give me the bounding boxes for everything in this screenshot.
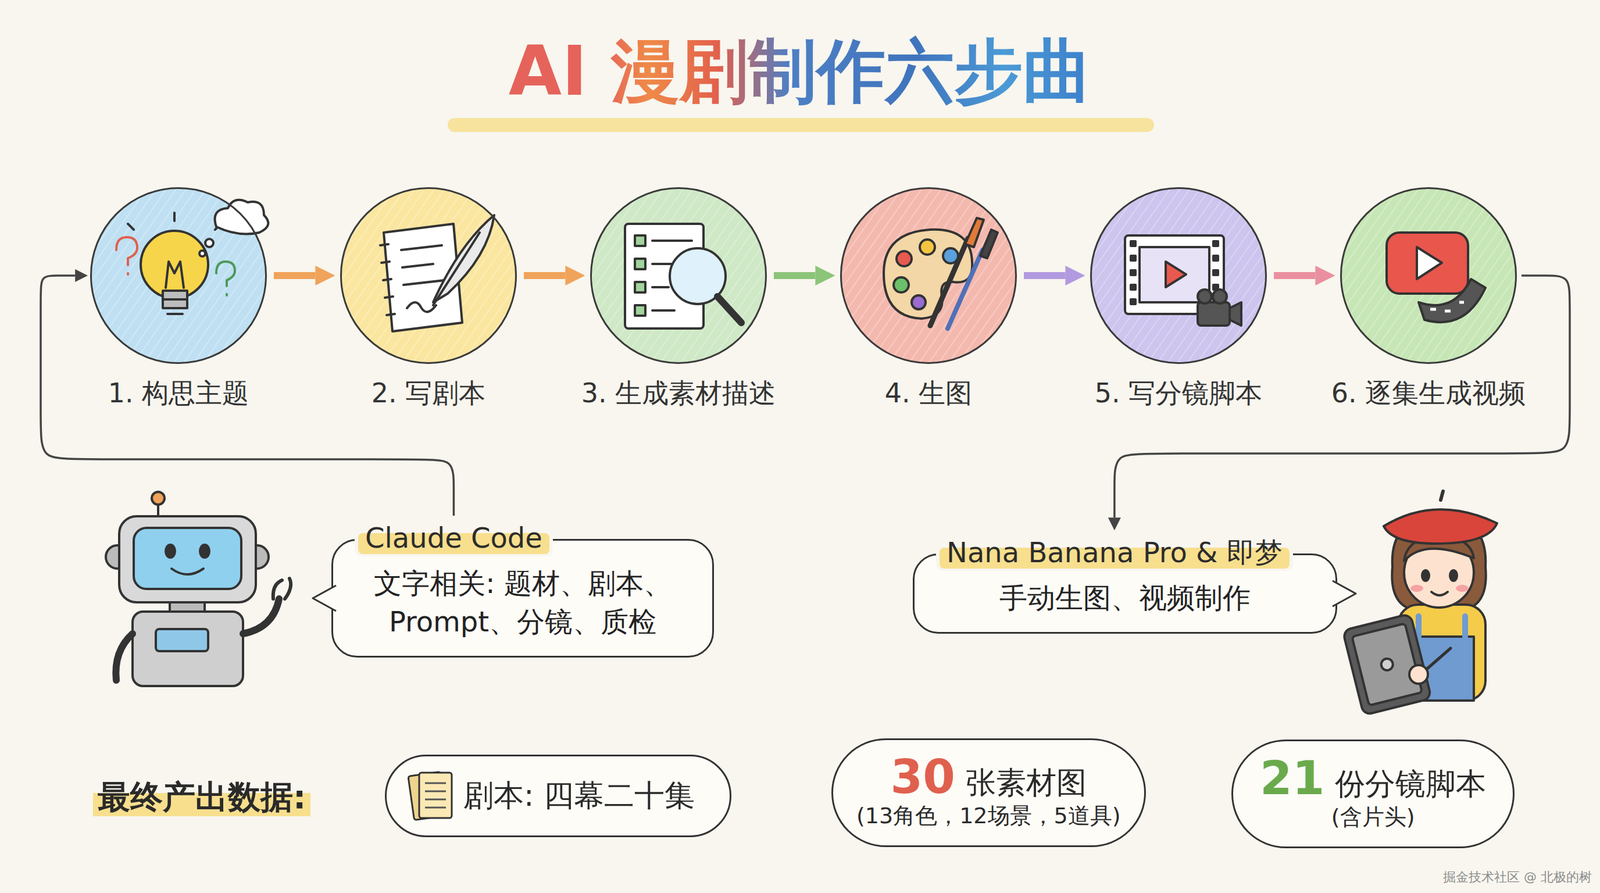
step-circle-fills [91,188,1516,363]
document-icon [406,766,459,825]
bubble-tail [1333,579,1357,608]
step-arrow [523,272,566,280]
output-pill: 剧本: 四幕二十集 [384,754,732,838]
storyboard-icon [1125,235,1242,326]
speech-bubble: Nana Banana Pro & 即梦手动生图、视频制作 [912,533,1338,634]
output-text: 张素材图 [965,766,1087,799]
palette-icon [883,218,998,329]
output-heading: 最终产出数据: [93,775,311,820]
title-highlight [447,118,1155,132]
step-label: 6. 逐集生成视频 [1331,377,1527,410]
output-detail: (13角色，12场景，5道具) [856,801,1121,831]
title: AI 漫剧制作六步曲 [508,30,1092,112]
video-icon [1386,232,1486,323]
step-label: 1. 构思主题 [108,377,250,410]
girl-figure [1342,491,1498,716]
output-text: 份分镜脚本 [1334,768,1487,800]
bubble-text: 文字相关: 题材、剧本、 Prompt、分镜、质检 [350,563,695,641]
step-label: 4. 生图 [884,377,973,410]
output-text: 剧本: 四幕二十集 [463,776,695,816]
output-pill: 21 份分镜脚本(含片头) [1231,739,1515,849]
idea-icon [116,200,269,314]
step-circle: 6. 逐集生成视频 [1340,187,1517,364]
tool-name: Claude Code [365,521,543,555]
watermark: 掘金技术社区 @ 北极的树 [1443,868,1592,887]
output-number: 21 [1259,754,1325,803]
tool-name: Nana Banana Pro & 即梦 [946,536,1283,569]
tool-tab: Claude Code [354,519,553,557]
script-icon [380,215,495,332]
tool-tab: Nana Banana Pro & 即梦 [936,533,1294,571]
step-arrow [1023,272,1066,280]
output-number: 30 [890,752,956,802]
bubble-tail [311,584,335,613]
step-label: 3. 生成素材描述 [581,377,777,410]
step-label: 2. 写剧本 [371,377,487,410]
title-wrap: AI 漫剧制作六步曲 [0,30,1600,113]
step-circle: 3. 生成素材描述 [590,187,767,364]
bubble-body: 文字相关: 题材、剧本、 Prompt、分镜、质检 [331,538,714,658]
step-circle: 2. 写剧本 [340,187,517,364]
step-circle: 5. 写分镜脚本 [1090,187,1267,364]
step-arrow [1273,272,1316,280]
step-circle: 1. 构思主题 [90,187,267,364]
step-arrow [273,272,316,280]
robot-figure [105,491,291,687]
step-label: 5. 写分镜脚本 [1094,377,1263,410]
step-circle: 4. 生图 [840,187,1017,364]
output-row: 30 张素材图 [890,752,1087,802]
output-detail: (含片头) [1331,802,1416,832]
step-arrow [773,272,816,280]
output-pill: 30 张素材图(13角色，12场景，5道具) [831,738,1146,848]
bubble-text: 手动生图、视频制作 [931,578,1319,617]
speech-bubble: Claude Code 文字相关: 题材、剧本、 Prompt、分镜、质检 [331,519,714,658]
output-row: 21 份分镜脚本 [1259,754,1487,803]
checklist-icon [625,223,742,329]
